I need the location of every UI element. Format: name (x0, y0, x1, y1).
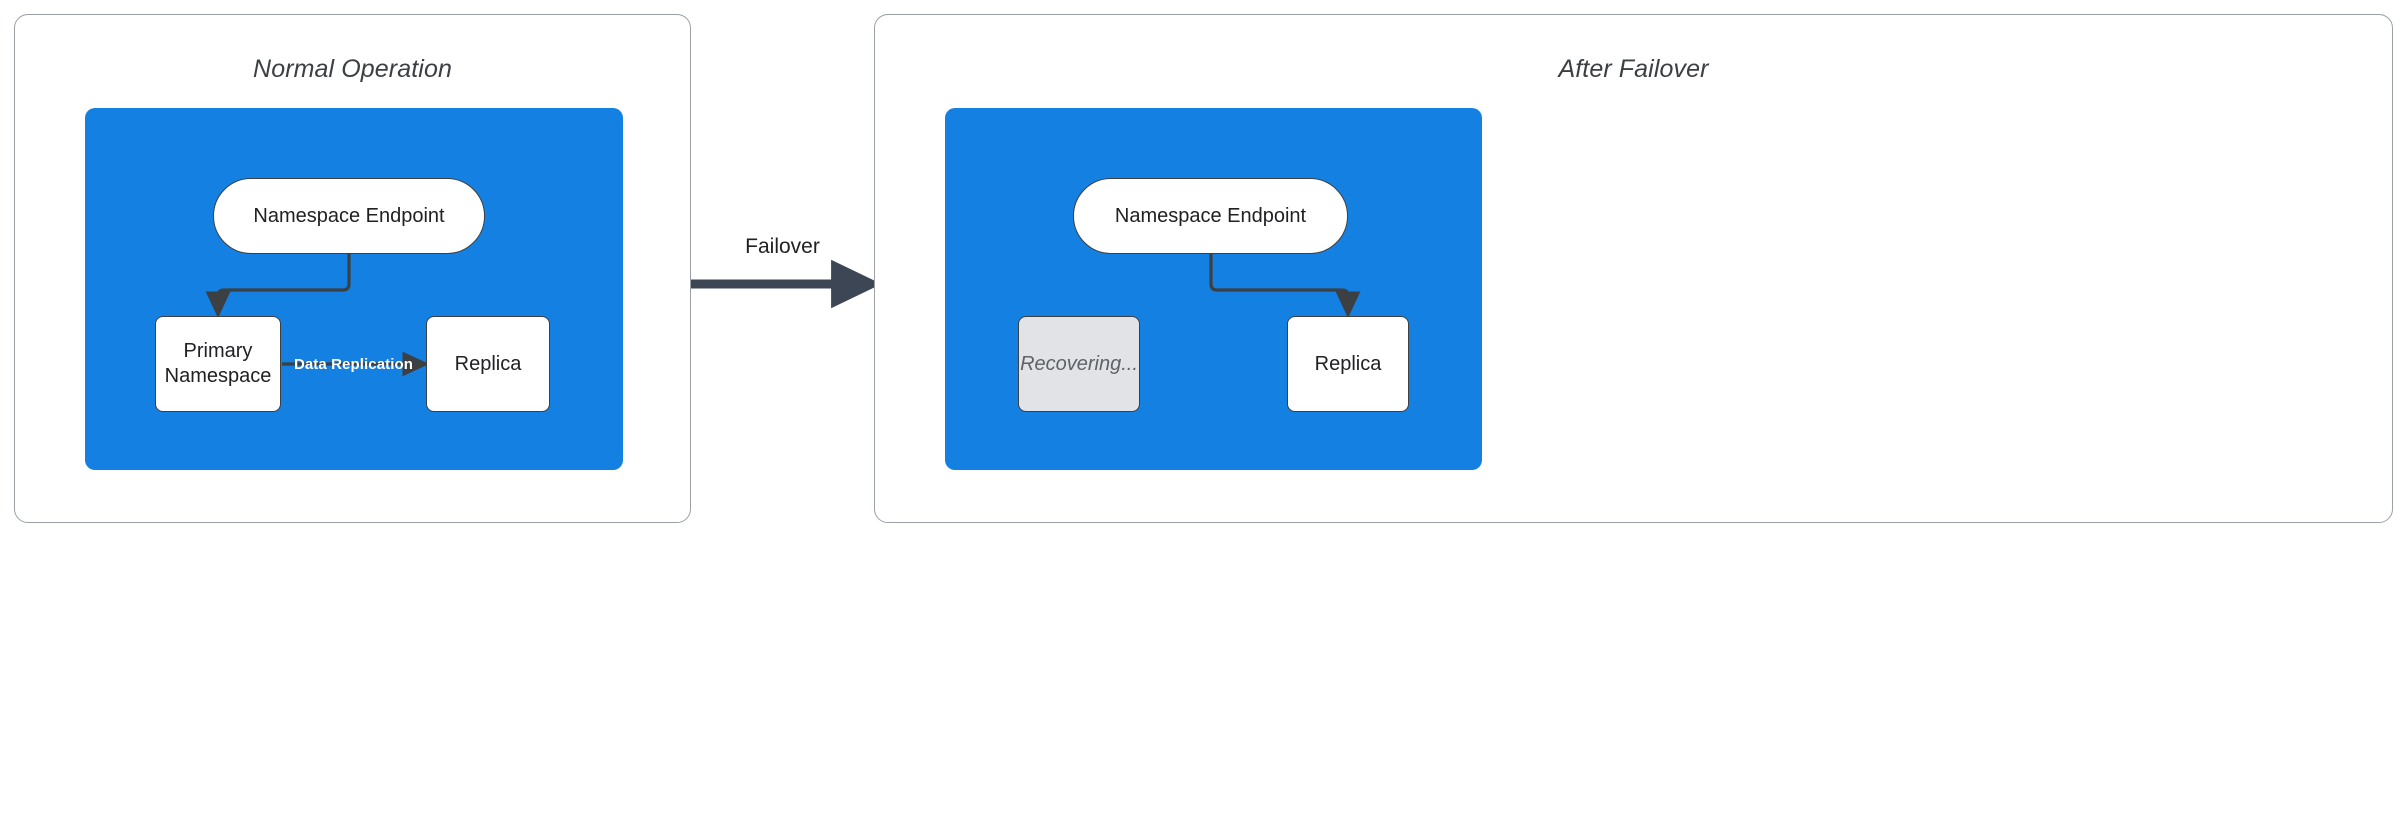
node-label-recovering: Recovering... (1020, 352, 1138, 375)
node-primary-namespace[interactable]: Primary Namespace (155, 316, 281, 412)
node-label-primary-line2: Namespace (164, 365, 272, 387)
node-namespace-endpoint-right[interactable]: Namespace Endpoint (1073, 178, 1348, 254)
node-label-primary-namespace: Primary Namespace (165, 339, 272, 389)
panel-title-normal-operation: Normal Operation (253, 55, 452, 83)
node-label-replica-right: Replica (1314, 352, 1382, 375)
node-recovering[interactable]: Recovering... (1018, 316, 1140, 412)
node-label-namespace-endpoint-right: Namespace Endpoint (1114, 204, 1307, 227)
connector-endpoint-to-primary (205, 252, 351, 319)
node-label-replica-left: Replica (454, 352, 522, 375)
connector-data-replication (282, 351, 430, 377)
panel-normal-operation: Normal Operation Da (14, 14, 691, 523)
failover-transition: Failover (691, 235, 882, 325)
failover-label: Failover (745, 235, 820, 258)
region-namespace-left: Data Replication Namespace Endpoint Prim… (85, 108, 623, 470)
node-replica-left[interactable]: Replica (426, 316, 550, 412)
connector-endpoint-to-replica (1209, 252, 1361, 319)
edge-label-data-replication: Data Replication (293, 355, 414, 373)
node-namespace-endpoint-left[interactable]: Namespace Endpoint (213, 178, 485, 254)
node-label-primary-line1: Primary (183, 340, 253, 362)
node-label-namespace-endpoint-left: Namespace Endpoint (253, 204, 445, 227)
node-replica-right[interactable]: Replica (1287, 316, 1409, 412)
panel-title-after-failover: After Failover (1558, 55, 1709, 83)
region-namespace-right: Namespace Endpoint Recovering... Replica (945, 108, 1482, 470)
panel-after-failover: After Failover Namespace Endpoint Recove… (874, 14, 2393, 523)
